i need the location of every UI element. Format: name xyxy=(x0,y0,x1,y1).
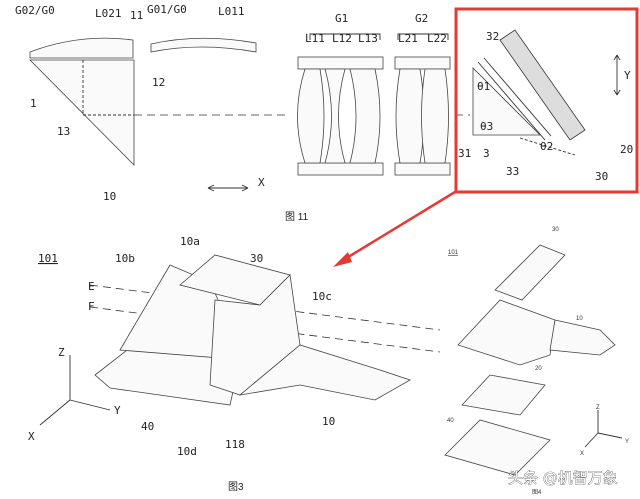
label-l12: L12 xyxy=(332,32,352,45)
lens-l021 xyxy=(29,37,134,59)
group-brackets xyxy=(309,33,449,40)
axes-icon xyxy=(39,355,111,426)
label-x: X xyxy=(28,430,35,443)
label-31: 31 xyxy=(458,147,471,160)
label-z-fig4: Z xyxy=(596,405,600,411)
exploded-cover-30 xyxy=(494,244,566,301)
lens-group-g2 xyxy=(394,56,451,176)
label-12: 12 xyxy=(152,76,165,89)
exploded-module-10 xyxy=(457,299,556,366)
label-20-fig4: 20 xyxy=(535,366,542,372)
highlight-box xyxy=(454,7,639,194)
label-g02-g0: G02/G0 xyxy=(15,4,55,17)
label-theta3: θ3 xyxy=(480,120,493,133)
label-10-fig3: 10 xyxy=(322,415,335,428)
label-3: 3 xyxy=(483,147,490,160)
label-theta2: θ2 xyxy=(540,140,553,153)
label-10c: 10c xyxy=(312,290,332,303)
label-l13: L13 xyxy=(358,32,378,45)
label-g1: G1 xyxy=(335,12,348,25)
exploded-bracket-40 xyxy=(444,419,551,476)
y-axis-arrow-icon xyxy=(613,54,621,96)
label-z: Z xyxy=(58,346,65,359)
label-101-fig4: 101 xyxy=(448,250,459,256)
label-l011: L011 xyxy=(218,5,245,18)
sensor-20 xyxy=(499,29,586,141)
prism-3 xyxy=(472,67,541,136)
label-10a: 10a xyxy=(180,235,200,248)
label-x-fig4: X xyxy=(580,451,584,457)
label-10-fig4: 10 xyxy=(576,316,583,322)
x-axis-arrow-icon xyxy=(207,184,249,192)
label-1: 1 xyxy=(30,97,37,110)
lens-l011 xyxy=(150,37,257,53)
exploded-flex-10 xyxy=(549,319,616,356)
prism-10 xyxy=(29,59,135,166)
surface-32 xyxy=(477,57,552,141)
axes-icon-fig4 xyxy=(584,410,623,448)
label-l21: L21 xyxy=(398,32,418,45)
figure-4: 101 30 10 20 40 Z Y X 图4 xyxy=(444,227,629,496)
label-x-axis: X xyxy=(258,176,265,189)
caption-figure-3: 图3 xyxy=(228,481,244,493)
label-10d: 10d xyxy=(177,445,197,458)
label-f: F xyxy=(88,300,95,313)
label-y: Y xyxy=(114,404,121,417)
caption-figure-4: 图4 xyxy=(532,489,542,496)
label-32: 32 xyxy=(486,30,499,43)
label-10b: 10b xyxy=(115,252,135,265)
lens-group-g1 xyxy=(297,56,384,176)
label-11: 11 xyxy=(130,9,143,22)
label-g2: G2 xyxy=(415,12,428,25)
figure-11: G02/G0 L021 11 G01/G0 L011 12 1 13 10 X … xyxy=(15,3,470,223)
label-101: 101 xyxy=(38,252,58,265)
label-13: 13 xyxy=(57,125,70,138)
highlight-inset: 32 θ1 θ3 θ2 31 3 33 30 20 Y xyxy=(454,7,639,194)
label-y-axis: Y xyxy=(624,69,631,82)
label-40-fig4: 40 xyxy=(447,418,454,424)
label-e: E xyxy=(88,280,95,293)
label-l11: L11 xyxy=(305,32,325,45)
inset-dash xyxy=(519,137,576,156)
label-g01-g0: G01/G0 xyxy=(147,3,187,16)
caption-figure-11: 图 11 xyxy=(285,211,309,223)
label-30: 30 xyxy=(250,252,263,265)
pointer-arrow xyxy=(339,190,456,264)
label-l021: L021 xyxy=(95,7,122,20)
label-30: 30 xyxy=(595,170,608,183)
figure-3: 101 10b 10a 30 E F 10c Z Y X 40 10d 118 … xyxy=(28,235,441,493)
prism-guide xyxy=(82,60,134,116)
label-y-fig4: Y xyxy=(625,439,629,445)
label-20: 20 xyxy=(620,143,633,156)
label-10: 10 xyxy=(103,190,116,203)
watermark: 头条 @机智万象 xyxy=(508,469,618,487)
flex-10 xyxy=(238,344,411,401)
exploded-sensor-20 xyxy=(461,374,546,416)
label-theta1: θ1 xyxy=(477,80,490,93)
label-33: 33 xyxy=(506,165,519,178)
label-118: 118 xyxy=(225,438,245,451)
pointer-arrowhead-icon xyxy=(333,252,352,267)
label-30-fig4: 30 xyxy=(552,227,559,233)
label-l22: L22 xyxy=(427,32,447,45)
label-40: 40 xyxy=(141,420,154,433)
